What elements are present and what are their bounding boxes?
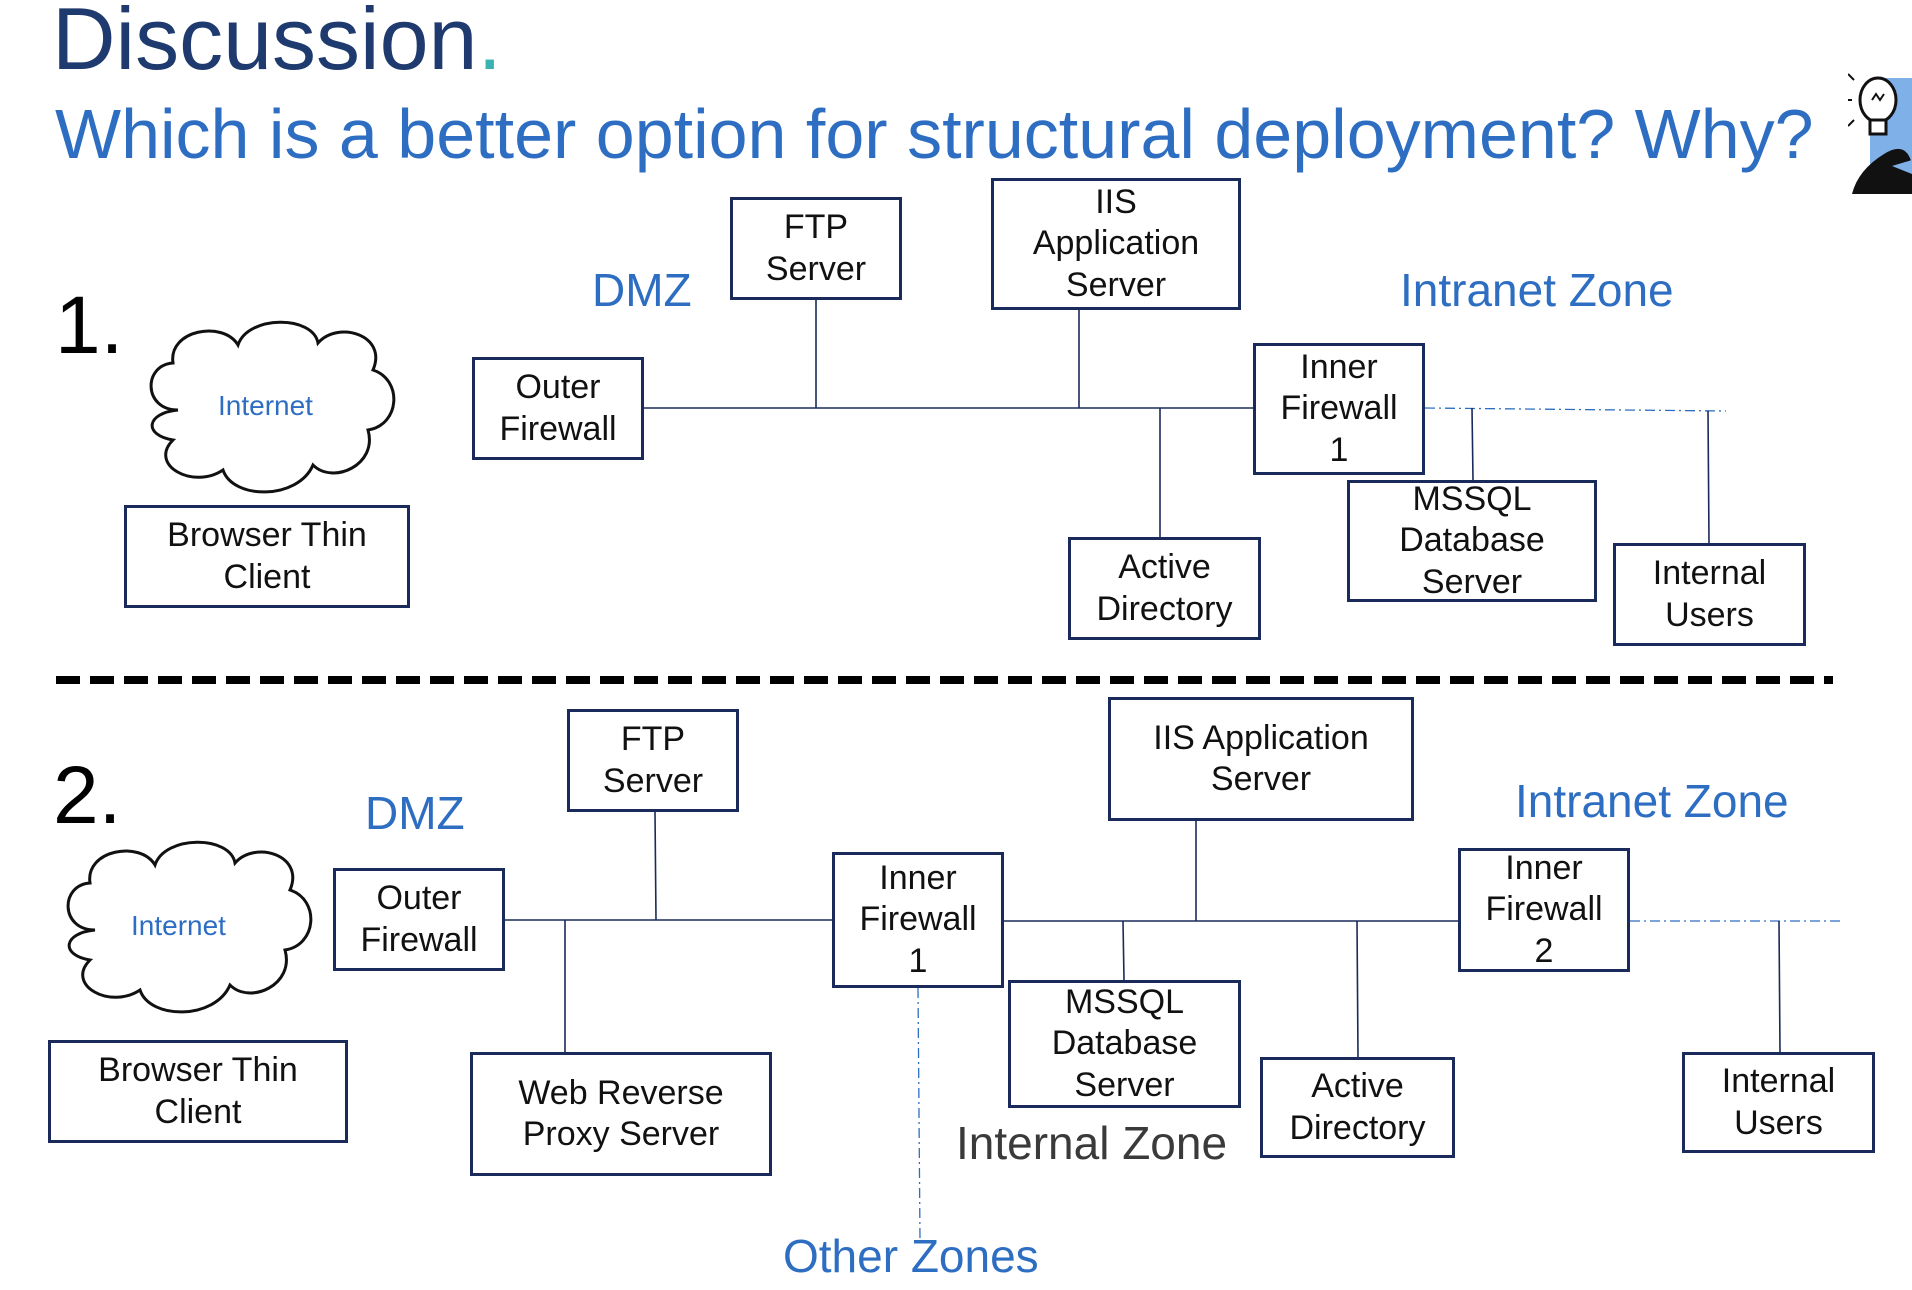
option-1-dmz-label: DMZ: [592, 264, 692, 316]
option-2-internal-zone-label: Internal Zone: [956, 1117, 1228, 1169]
slide-title: Discussion.: [52, 0, 502, 89]
option-1-outer-firewall: Outer Firewall: [472, 357, 644, 460]
option-1-active-directory: Active Directory: [1068, 537, 1261, 640]
option-2-web-reverse-proxy-server: Web Reverse Proxy Server: [470, 1052, 772, 1176]
opt2-ftp-link: [654, 811, 657, 921]
opt2-users-link: [1778, 920, 1781, 1053]
option-1-number: 1.: [55, 280, 124, 371]
option-1-iis-application-server: IIS Application Server: [991, 178, 1241, 310]
option-1-internal-users: Internal Users: [1613, 543, 1806, 646]
option-1-intranet-label: Intranet Zone: [1400, 264, 1674, 316]
lightbulb-thinker-icon: [1848, 73, 1912, 194]
option-2-internet-label: Internet: [131, 910, 226, 941]
slide-subtitle: Which is a better option for structural …: [55, 95, 1814, 173]
option-1-internet-label: Internet: [218, 390, 313, 421]
opt2-other-zones-link: [917, 987, 921, 1241]
title-dot: .: [477, 0, 502, 88]
option-2-intranet-label: Intranet Zone: [1515, 775, 1789, 827]
option-1-inner-firewall: Inner Firewall 1: [1253, 343, 1425, 475]
opt2-mssql-link: [1122, 920, 1125, 981]
option-1-browser-thin-client: Browser Thin Client: [124, 505, 410, 608]
opt2-ad-link: [1356, 920, 1359, 1058]
option-2-ftp-server: FTP Server: [567, 709, 739, 812]
option-2-other-zones-label: Other Zones: [783, 1230, 1039, 1282]
option-1-mssql-database-server: MSSQL Database Server: [1347, 480, 1597, 602]
cloud-icon: [149, 320, 396, 494]
option-2-iis-application-server: IIS Application Server: [1108, 697, 1414, 821]
opt1-mssql-link: [1471, 407, 1474, 481]
option-1-ftp-server: FTP Server: [730, 197, 902, 300]
option-2-internal-users: Internal Users: [1682, 1052, 1875, 1153]
option-2-mssql-database-server: MSSQL Database Server: [1008, 980, 1241, 1108]
option-2-outer-firewall: Outer Firewall: [333, 868, 505, 971]
option-2-inner-firewall-2: Inner Firewall 2: [1458, 848, 1630, 972]
option-2-dmz-label: DMZ: [365, 787, 465, 839]
cloud-icon: [66, 840, 313, 1014]
opt1-users-link: [1707, 410, 1710, 544]
option-2-inner-firewall-1: Inner Firewall 1: [832, 852, 1004, 988]
opt1-intranet-link: [1424, 407, 1727, 412]
option-2-active-directory: Active Directory: [1260, 1057, 1455, 1158]
option-2-number: 2.: [53, 750, 122, 841]
option-2-browser-thin-client: Browser Thin Client: [48, 1040, 348, 1143]
